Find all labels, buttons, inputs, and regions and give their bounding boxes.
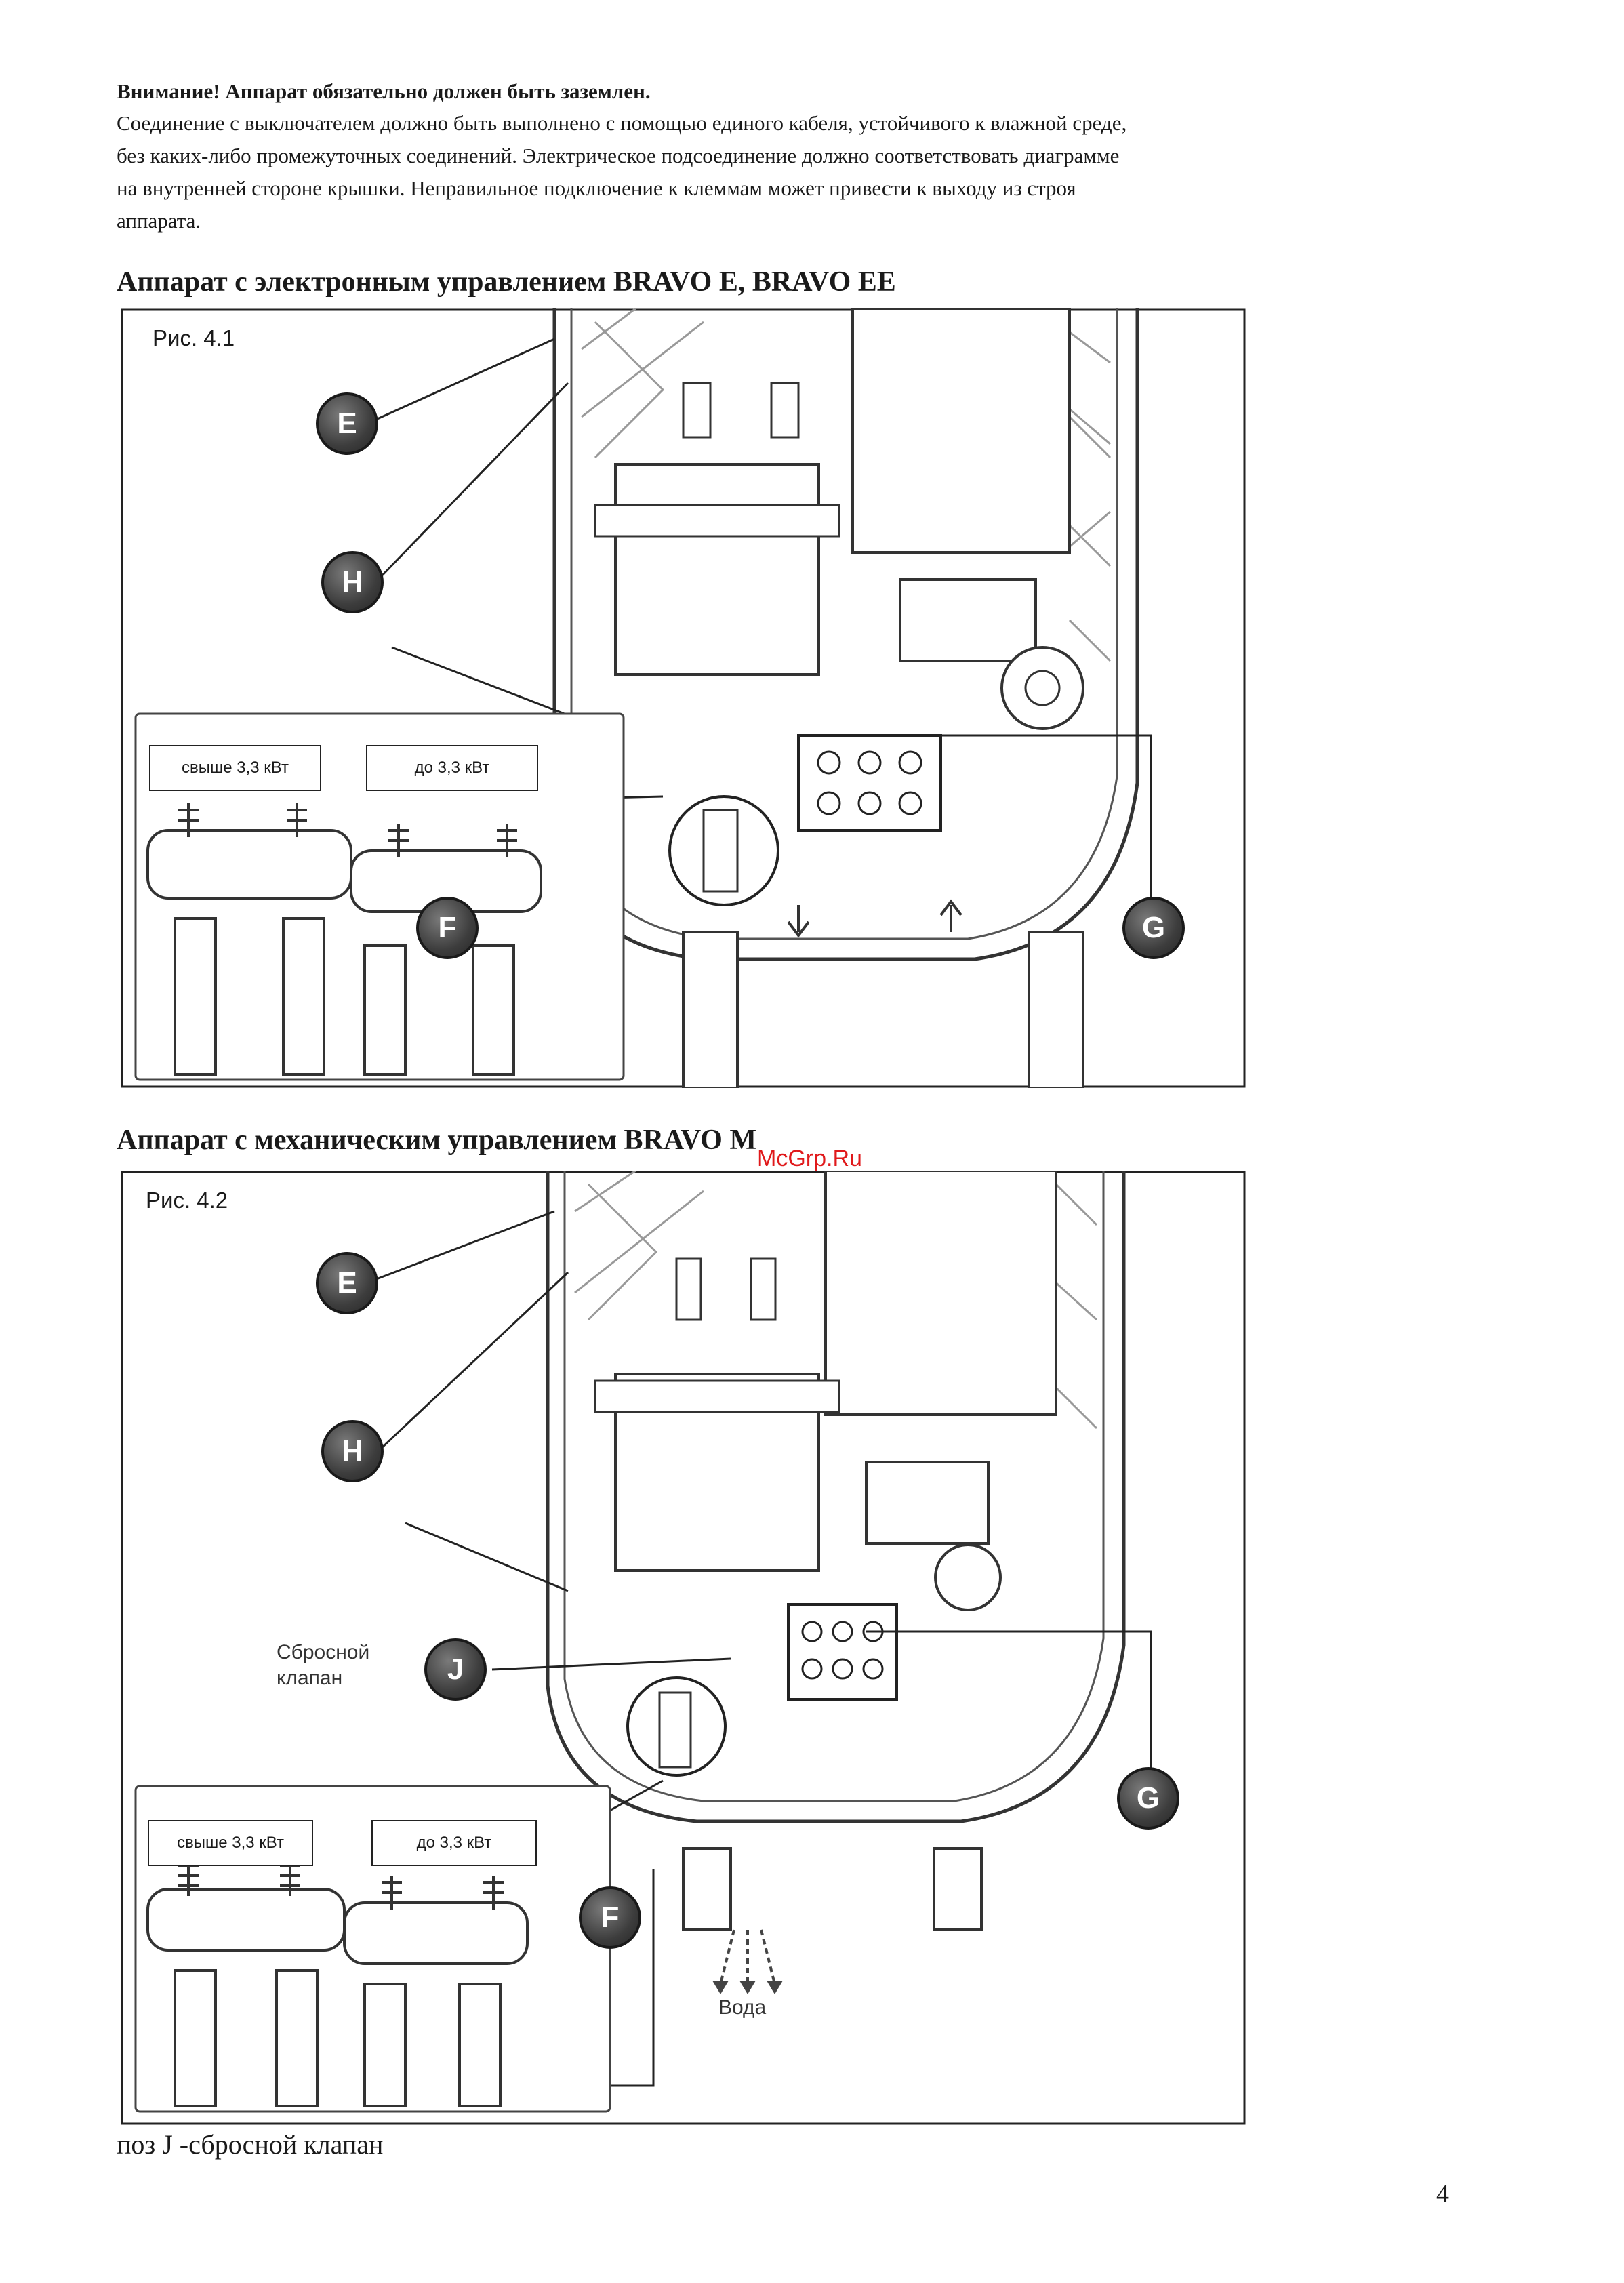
callout-F: F [579,1886,641,1949]
warning-title: Внимание! Аппарат обязательно должен быт… [117,79,651,103]
section-heading-mechanical: Аппарат с механическим управлением BRAVO… [117,1125,757,1156]
warning-line: аппарата. [117,209,201,233]
valve-label-line: клапан [277,1667,343,1689]
callout-E: E [316,1252,378,1314]
figure-label: Рис. 4.1 [153,325,235,350]
warning-block: Внимание! Аппарат обязательно должен быт… [117,76,1472,237]
figure-label: Рис. 4.2 [146,1188,228,1213]
water-label: Вода [718,1996,767,2019]
figure-4-1: Рис. 4.1 E H F G свыше 3,3 кВт до 3,3 кВ… [121,308,1246,1088]
figure-4-2: Рис. 4.2 E H J F G Сбросной клапан Вода … [121,1171,1246,2125]
watermark: McGrp.Ru [757,1146,862,1171]
callout-G: G [1122,897,1185,959]
callout-H: H [321,551,384,613]
footer-note: поз J -сбросной клапан [117,2129,384,2160]
warning-line: на внутренней стороне крышки. Неправильн… [117,176,1076,200]
callout-H: H [321,1420,384,1482]
page-number: 4 [1436,2180,1449,2208]
valve-label-line: Сбросной [277,1641,370,1663]
callout-G: G [1117,1767,1179,1830]
inset-label-under: до 3,3 кВт [366,745,538,791]
warning-line: Соединение с выключателем должно быть вы… [117,111,1127,135]
figure-4-1-drawing [121,308,1246,1088]
valve-label: Сбросной клапан [277,1640,369,1691]
section-heading-electronic: Аппарат с электронным управлением BRAVO … [117,266,896,298]
inset-label-over: свыше 3,3 кВт [148,1820,313,1866]
figure-4-2-drawing [121,1171,1246,2125]
inset-label-over: свыше 3,3 кВт [149,745,321,791]
callout-E: E [316,392,378,455]
callout-F: F [416,897,479,959]
inset-label-under: до 3,3 кВт [371,1820,537,1866]
warning-line: без каких-либо промежуточных соединений.… [117,144,1120,167]
callout-J: J [424,1638,487,1701]
